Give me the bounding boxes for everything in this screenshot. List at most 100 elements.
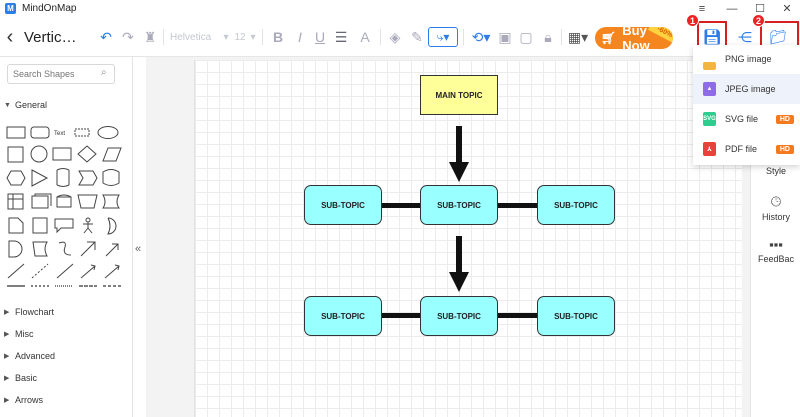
font-family-select[interactable]: Helvetica bbox=[170, 31, 212, 43]
general-shapes-palette[interactable]: Text bbox=[5, 123, 123, 288]
feedback-tab[interactable]: ▪▪▪ FeedBac bbox=[751, 237, 800, 264]
underline-icon[interactable]: U bbox=[314, 29, 326, 45]
search-icon[interactable]: ⌕ bbox=[101, 67, 107, 78]
document-title[interactable]: Vertic… bbox=[24, 28, 77, 46]
collapse-panel-icon[interactable]: « bbox=[135, 243, 142, 255]
export-pdf-item[interactable]: ⅄ PDF file HD bbox=[693, 134, 800, 164]
bold-icon[interactable]: B bbox=[272, 29, 284, 45]
caret-right-icon: ▶ bbox=[4, 397, 10, 404]
redo-icon[interactable]: ↷ bbox=[122, 28, 134, 45]
export-jpeg-item[interactable]: ▲ JPEG image bbox=[693, 74, 800, 104]
sub-topic-node[interactable]: SUB-TOPIC bbox=[304, 296, 382, 336]
section-label: General bbox=[15, 100, 48, 110]
connector-line bbox=[381, 203, 421, 208]
section-label: Basic bbox=[15, 373, 38, 383]
cart-icon: 🛒︎ bbox=[601, 31, 617, 45]
sub-topic-node[interactable]: SUB-TOPIC bbox=[537, 185, 615, 225]
toolbar-divider bbox=[380, 29, 381, 45]
share-icon[interactable]: ⋲ bbox=[738, 28, 752, 45]
connector-style-button[interactable]: ⤷▾ bbox=[428, 27, 458, 47]
style-tab[interactable]: Style bbox=[751, 166, 800, 176]
section-general[interactable]: ▼ General bbox=[4, 100, 47, 110]
hd-badge: HD bbox=[775, 144, 794, 154]
export-dropdown-menu: PNG image ▲ JPEG image SVG SVG file HD ⅄… bbox=[693, 45, 800, 165]
history-label: History bbox=[761, 212, 790, 222]
connector-line bbox=[381, 313, 421, 318]
toolbar-divider bbox=[262, 29, 263, 45]
chevron-down-icon: ▾ bbox=[250, 31, 256, 43]
table-icon[interactable]: ▦▾ bbox=[567, 28, 589, 45]
section-label: Advanced bbox=[15, 351, 56, 361]
section-advanced[interactable]: ▶ Advanced bbox=[4, 351, 55, 361]
export-item-label: PNG image bbox=[725, 53, 772, 64]
canvas-area: MAIN TOPIC SUB-TOPIC SUB-TOPIC SUB-TOPIC… bbox=[146, 57, 750, 417]
minimize-button[interactable]: — bbox=[726, 2, 738, 15]
history-tab[interactable]: 🕒︎ History bbox=[751, 194, 800, 222]
hd-badge: HD bbox=[775, 114, 794, 124]
sub-topic-node[interactable]: SUB-TOPIC bbox=[420, 296, 498, 336]
save-icon[interactable]: 💾︎ bbox=[702, 29, 722, 46]
sub-topic-node[interactable]: SUB-TOPIC bbox=[420, 185, 498, 225]
section-basic[interactable]: ▶ Basic bbox=[4, 373, 37, 383]
section-flowchart[interactable]: ▶ Flowchart bbox=[4, 307, 54, 317]
app-logo-icon: M bbox=[5, 3, 16, 14]
svg-file-icon: SVG bbox=[703, 112, 716, 126]
sub-topic-node[interactable]: SUB-TOPIC bbox=[537, 296, 615, 336]
pdf-file-icon: ⅄ bbox=[703, 142, 716, 156]
close-button[interactable]: ✕ bbox=[782, 3, 792, 15]
fill-color-icon[interactable]: ◈ bbox=[389, 28, 401, 45]
export-svg-item[interactable]: SVG SVG file HD bbox=[693, 104, 800, 134]
back-chevron-icon[interactable]: ‹ bbox=[6, 25, 14, 48]
arrange-icon[interactable]: ⟲▾ bbox=[471, 28, 491, 45]
maximize-button[interactable]: ☐ bbox=[755, 3, 765, 15]
font-color-icon[interactable]: A bbox=[360, 29, 370, 45]
font-size-select[interactable]: 12 bbox=[234, 31, 246, 43]
feedback-label: FeedBac bbox=[757, 254, 795, 264]
app-title: MindOnMap bbox=[22, 3, 77, 14]
to-back-icon[interactable]: ▢ bbox=[519, 28, 533, 45]
title-bar: M MindOnMap ≡ — ☐ ✕ bbox=[0, 0, 800, 17]
search-shapes-input[interactable] bbox=[7, 64, 115, 84]
down-arrow-icon bbox=[449, 236, 469, 292]
sub-topic-node[interactable]: SUB-TOPIC bbox=[304, 185, 382, 225]
style-label: Style bbox=[765, 166, 786, 176]
connector-line bbox=[498, 313, 538, 318]
window-menu-icon[interactable]: ≡ bbox=[698, 2, 706, 15]
export-item-label: SVG file bbox=[725, 114, 759, 124]
export-folder-icon[interactable]: 📁︎ bbox=[769, 28, 787, 45]
toolbar-divider bbox=[463, 29, 464, 45]
section-label: Misc bbox=[15, 329, 34, 339]
shapes-panel: ⌕ ▼ General bbox=[0, 57, 133, 417]
lock-icon[interactable]: 🔒︎ bbox=[544, 28, 552, 45]
align-icon[interactable]: ☰ bbox=[334, 28, 348, 45]
italic-icon[interactable]: I bbox=[298, 29, 302, 45]
text-shape-label: Text bbox=[54, 131, 65, 137]
toolbar-divider bbox=[561, 29, 562, 45]
jpeg-file-icon: ▲ bbox=[703, 82, 716, 96]
caret-right-icon: ▶ bbox=[4, 375, 10, 382]
clock-icon: 🕒︎ bbox=[770, 194, 782, 209]
caret-right-icon: ▶ bbox=[4, 331, 10, 338]
buy-now-button[interactable]: 🛒︎ Buy Now -60% bbox=[595, 27, 673, 49]
toolbar-divider bbox=[163, 29, 164, 45]
section-arrows[interactable]: ▶ Arrows bbox=[4, 395, 43, 405]
caret-right-icon: ▶ bbox=[4, 353, 10, 360]
section-label: Flowchart bbox=[15, 307, 55, 317]
to-front-icon[interactable]: ▣ bbox=[498, 28, 512, 45]
undo-icon[interactable]: ↶ bbox=[100, 28, 112, 45]
format-painter-icon[interactable]: ♜ bbox=[143, 28, 157, 45]
annotation-badge-1: 1 bbox=[686, 14, 699, 27]
png-file-icon bbox=[703, 62, 716, 70]
annotation-badge-2: 2 bbox=[752, 14, 765, 27]
export-png-item[interactable]: PNG image bbox=[693, 45, 800, 72]
export-item-label: PDF file bbox=[725, 144, 758, 154]
caret-down-icon: ▼ bbox=[4, 101, 11, 109]
section-label: Arrows bbox=[15, 395, 44, 405]
toolbar: ‹ Vertic… ↶ ↷ ♜ Helvetica ▾ 12 ▾ B I U ☰… bbox=[0, 17, 800, 57]
caret-right-icon: ▶ bbox=[4, 309, 10, 316]
section-misc[interactable]: ▶ Misc bbox=[4, 329, 34, 339]
main-topic-node[interactable]: MAIN TOPIC bbox=[420, 75, 498, 115]
drawing-canvas[interactable]: MAIN TOPIC SUB-TOPIC SUB-TOPIC SUB-TOPIC… bbox=[194, 60, 742, 417]
export-item-label: JPEG image bbox=[725, 84, 776, 94]
line-color-icon[interactable]: ✎ bbox=[411, 28, 423, 45]
